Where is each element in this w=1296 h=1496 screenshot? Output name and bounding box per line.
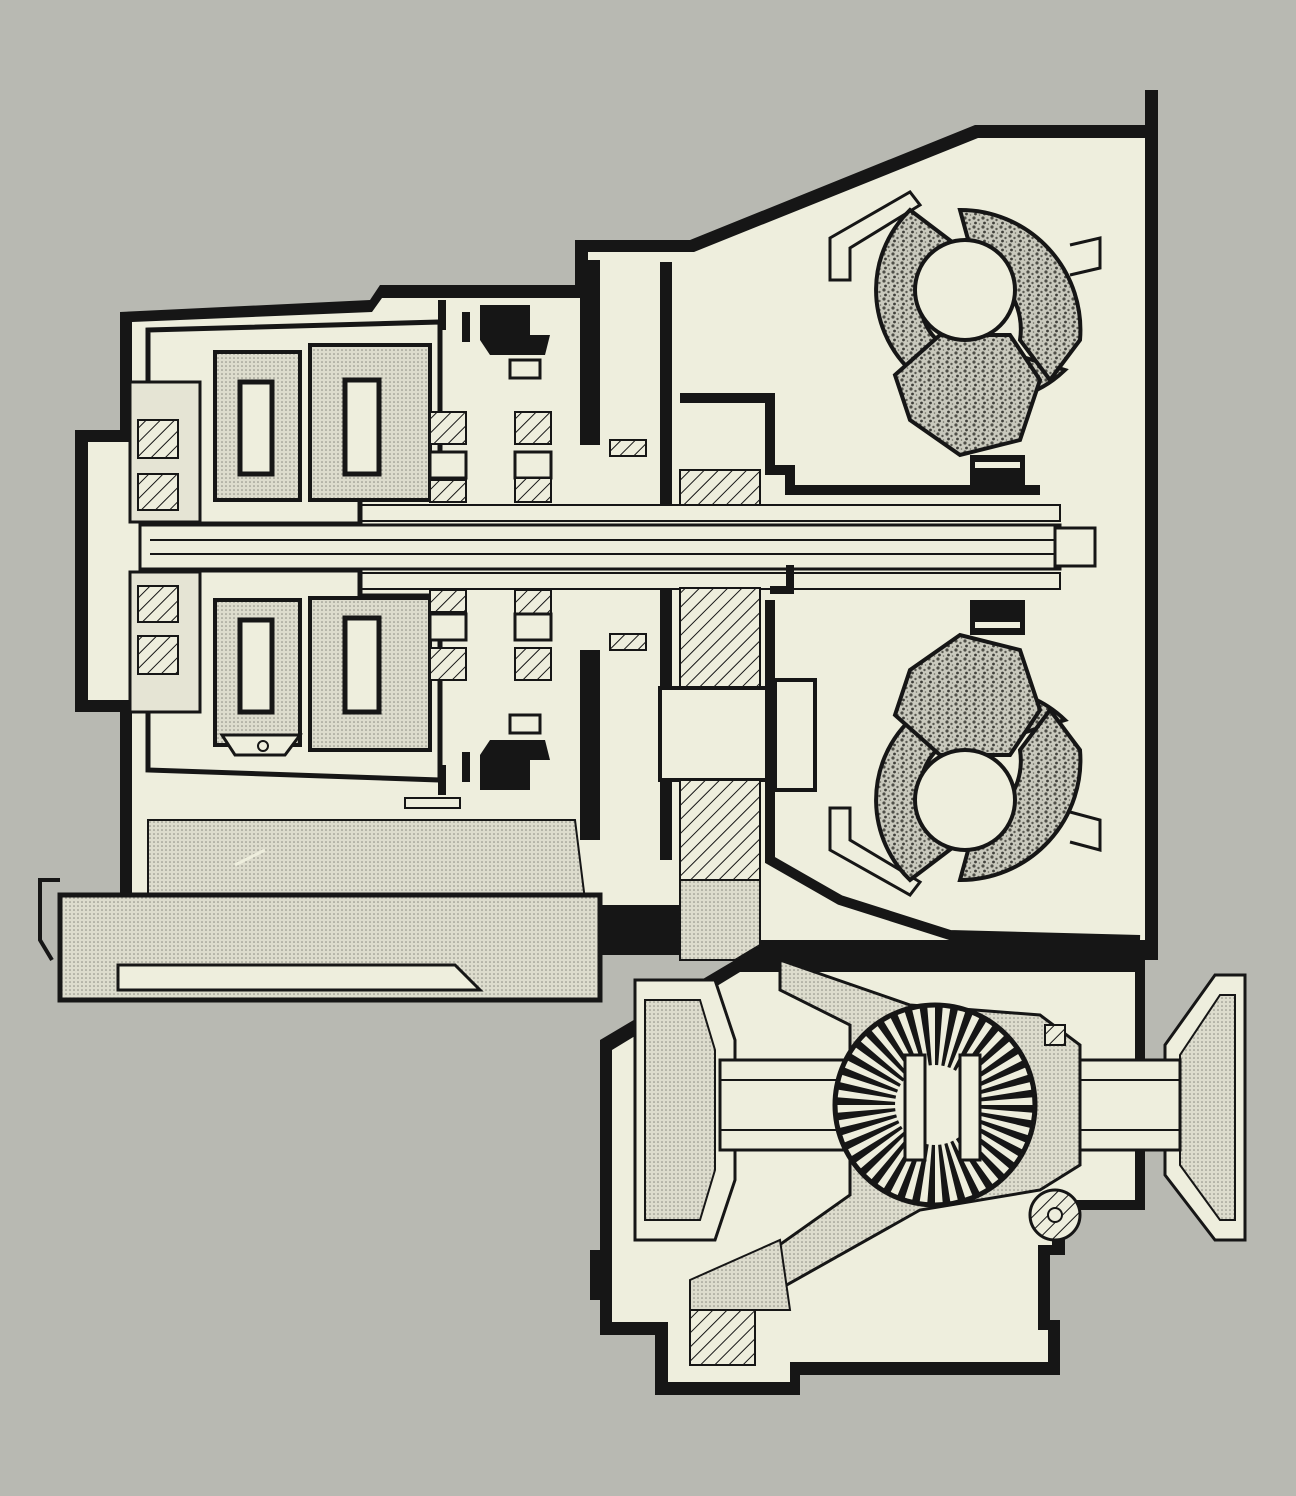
gear-tooth (835, 1097, 896, 1105)
gear-tooth (854, 1040, 905, 1082)
gear-tooth (904, 1007, 926, 1067)
transfer-gears (658, 565, 1141, 961)
gear-train-upper (128, 260, 1040, 527)
gear-tooth (944, 1143, 966, 1203)
gear-tooth (837, 1114, 897, 1136)
gear-tooth (935, 1005, 943, 1066)
gear-tooth (973, 1111, 1034, 1129)
gear-tooth (842, 1120, 900, 1151)
differential-gear-teeth (832, 1002, 1038, 1208)
gear-tooth (835, 1108, 896, 1121)
gear-tooth (970, 1059, 1028, 1090)
gear-tooth (919, 1005, 932, 1066)
gear-tooth (845, 1052, 901, 1087)
differential (633, 957, 1247, 1366)
gear-tooth (938, 1144, 951, 1205)
torque-converter (828, 190, 1102, 897)
gear-tooth (947, 1009, 974, 1069)
oil-pan (38, 819, 603, 1003)
gear-tooth (836, 1081, 897, 1099)
gear-tooth (941, 1006, 959, 1067)
gear-tooth (974, 1105, 1035, 1113)
gear-tooth (870, 1135, 912, 1186)
gear-tooth (849, 1125, 903, 1164)
main-shaft (138, 504, 1097, 590)
gear-tooth (858, 1130, 907, 1176)
gear-tooth (974, 1089, 1035, 1102)
gear-train-lower (128, 567, 672, 860)
gear-tooth (973, 1074, 1033, 1096)
gear-tooth (971, 1117, 1031, 1144)
gear-tooth (927, 1144, 935, 1205)
gear-tooth (950, 1140, 981, 1198)
gear-tooth (864, 1028, 910, 1077)
gear-tooth (839, 1066, 899, 1093)
gear-tooth (969, 1123, 1025, 1158)
